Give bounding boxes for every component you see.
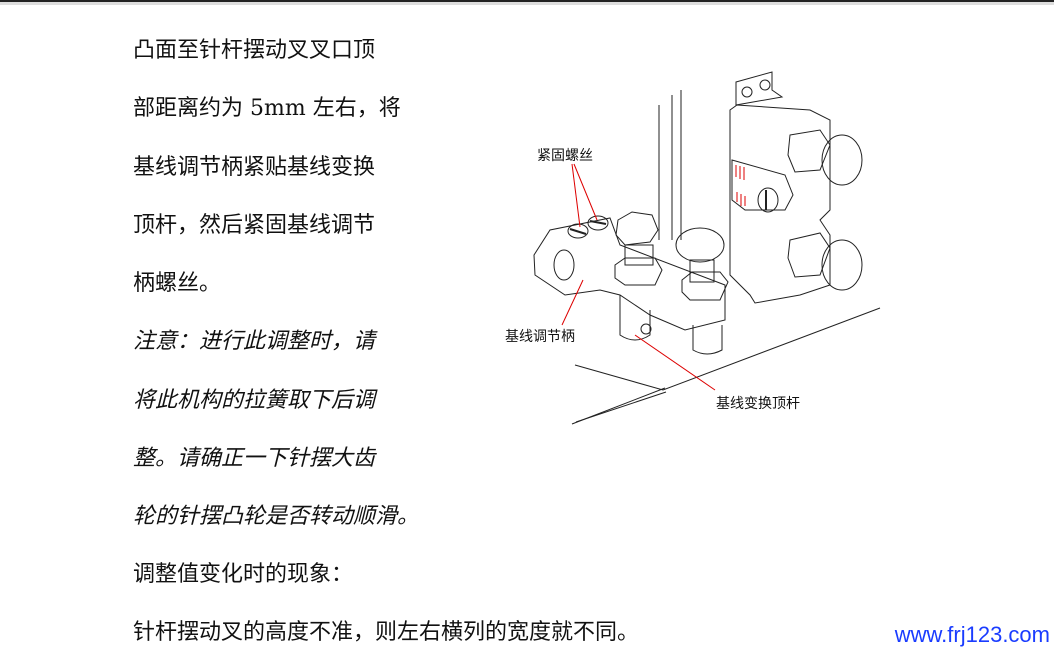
text-line: 顶杆，然后紧固基线调节 [133, 213, 376, 238]
top-border [0, 0, 1054, 2]
note-line: 轮的针摆凸轮是否转动顺滑。 [133, 504, 420, 529]
mechanism-diagram [533, 71, 881, 425]
text-line: 凸面至针杆摆动叉叉口顶 [133, 38, 376, 63]
text-line: 柄螺丝。 [133, 271, 222, 296]
note-line: 整。请确正一下针摆大齿 [133, 446, 376, 471]
watermark: www.frj123.com [894, 622, 1050, 647]
text-line: 针杆摆动叉的高度不准，则左右横列的宽度就不同。 [133, 620, 640, 645]
label-baseline-rod: 基线变换顶杆 [716, 396, 800, 412]
text-line: 基线调节柄紧贴基线变换 [133, 155, 376, 180]
top-border-shadow [0, 2, 1054, 5]
text-line: 调整值变化时的现象： [133, 562, 354, 587]
label-baseline-handle: 基线调节柄 [505, 329, 575, 345]
note-line: 将此机构的拉簧取下后调 [133, 388, 376, 413]
text-line: 部距离约为 5mm 左右，将 [133, 96, 401, 121]
note-line: 注意：进行此调整时，请 [133, 329, 376, 354]
label-fastening-screws: 紧固螺丝 [537, 148, 593, 164]
